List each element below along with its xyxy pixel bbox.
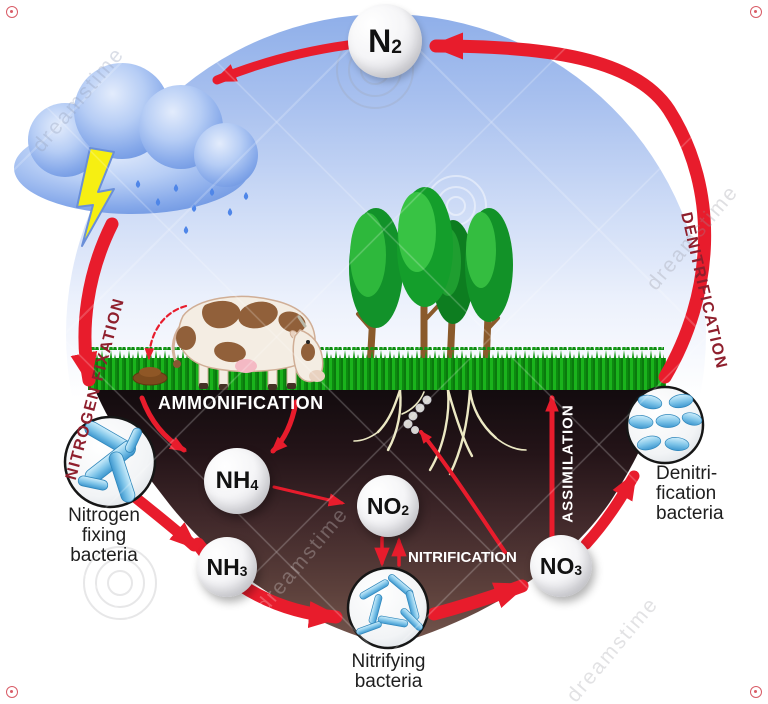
- trees-icon: [349, 187, 513, 371]
- label-line: bacteria: [354, 671, 423, 692]
- ammonification-label: AMMONIFICATION: [158, 393, 324, 413]
- nitrogen-fixing-bacteria-label: Nitrogen fixing bacteria: [38, 506, 170, 566]
- label-line: bacteria: [656, 503, 724, 524]
- label-line: Nitrifying: [351, 651, 426, 672]
- arrow-to-roots: [419, 429, 507, 554]
- arrow-cow-to-dung: [144, 304, 188, 361]
- cow-icon: [171, 295, 325, 390]
- arrow-ammonification-left: [139, 395, 187, 453]
- arrow-n2-to-cloud: [212, 40, 353, 85]
- nh3-subscript: 3: [239, 564, 248, 580]
- label-line: Nitrogen: [68, 505, 140, 526]
- arrow-ammonification-right: [270, 399, 299, 454]
- arrow-bacteria-to-nh3: [130, 492, 200, 552]
- nh3-formula: NH: [206, 553, 240, 580]
- n2-formula: N: [368, 22, 392, 59]
- label-line: bacteria: [70, 545, 138, 566]
- n2-subscript: 2: [391, 36, 402, 58]
- no2-formula: NO: [366, 492, 402, 519]
- rain-cloud-icon: [14, 63, 258, 214]
- arrow-nh4-to-no2: [272, 485, 346, 507]
- label-line: Denitri-: [656, 463, 718, 484]
- no3-subscript: 3: [574, 563, 583, 579]
- assimilation-label: ASSIMILATION: [559, 404, 577, 523]
- nh4-formula: NH: [215, 467, 251, 494]
- lightning-icon: [76, 147, 115, 247]
- nh4-subscript: 4: [250, 478, 259, 495]
- no3-formula: NO: [539, 552, 575, 579]
- nitrogen-fixing-bacteria-circle: [63, 415, 157, 509]
- dung-icon: [132, 367, 168, 386]
- nitrifying-bacteria-circle: [346, 566, 430, 650]
- label-line: fication: [656, 483, 717, 504]
- rain-drops-icon: [135, 180, 249, 234]
- arrow-nitrogen-fixation: [70, 217, 119, 387]
- arrow-no3-to-denitrifying: [580, 470, 640, 550]
- denitrification-bacteria-circle: [625, 385, 705, 465]
- nitrification-label: NITRIFICATION: [408, 549, 517, 566]
- arrow-nitrifying-to-no3: [427, 579, 529, 621]
- label-line: fixing: [81, 525, 127, 546]
- no2-subscript: 2: [401, 503, 410, 519]
- watermark-corner-icon: [6, 686, 18, 698]
- watermark-corner-icon: [750, 6, 762, 18]
- root-nodules-icon: [403, 395, 432, 434]
- denitrification-bacteria-label: Denitri- fication bacteria: [656, 464, 756, 524]
- watermark-corner-icon: [6, 6, 18, 18]
- nitrifying-bacteria-label: Nitrifying bacteria: [316, 652, 461, 692]
- arrow-denitrification: [429, 32, 712, 384]
- watermark-corner-icon: [750, 686, 762, 698]
- roots-icon: [353, 388, 527, 476]
